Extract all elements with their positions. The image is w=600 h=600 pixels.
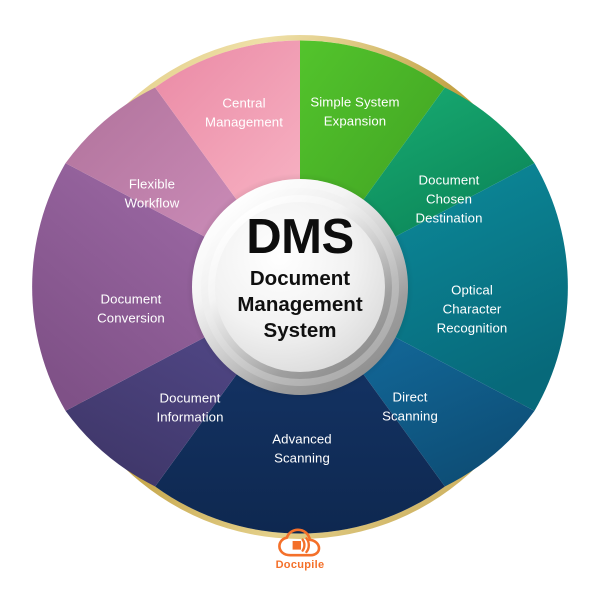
hub-face — [215, 202, 385, 372]
segment-document-conversion[interactable] — [32, 163, 301, 411]
segment-labels: Simple System Expansion Document Chosen … — [97, 94, 507, 465]
segment-advanced-scanning[interactable] — [155, 287, 445, 534]
hub-acronym: DMS — [246, 210, 353, 264]
hub-expansion-line-3: System — [264, 319, 337, 342]
label-document-conversion-line-1: Document — [101, 291, 162, 306]
label-central-management-line-1: Central — [222, 95, 265, 110]
label-document-information-line-1: Document — [160, 390, 221, 405]
label-optical-character-recognition-line-1: Optical — [451, 282, 493, 297]
label-direct-scanning-line-1: Direct — [392, 389, 427, 404]
brand-name: Docupile — [275, 559, 325, 571]
label-flexible-workflow-line-2: Workflow — [125, 195, 180, 210]
label-flexible-workflow-line-1: Flexible — [129, 176, 175, 191]
label-document-conversion-line-2: Conversion — [97, 310, 165, 325]
label-simple-system-expansion-line-2: Expansion — [324, 113, 387, 128]
label-simple-system-expansion-line-1: Simple System — [310, 94, 399, 109]
label-optical-character-recognition-line-3: Recognition — [437, 320, 508, 335]
label-direct-scanning-line-2: Scanning — [382, 408, 438, 423]
hub-expansion-line-1: Document — [250, 267, 350, 290]
segment-optical-character-recognition[interactable] — [300, 163, 568, 411]
cloud-documents-icon — [0, 528, 600, 558]
label-advanced-scanning-line-2: Scanning — [274, 450, 330, 465]
label-document-chosen-destination-line-3: Destination — [415, 210, 482, 225]
hub-expansion-line-2: Management — [237, 293, 362, 316]
label-document-chosen-destination-line-2: Chosen — [426, 191, 472, 206]
brand-logo[interactable]: Docupile — [0, 528, 600, 571]
label-optical-character-recognition-line-2: Character — [443, 301, 502, 316]
label-advanced-scanning-line-1: Advanced — [272, 431, 331, 446]
label-document-information-line-2: Information — [156, 409, 223, 424]
label-central-management-line-2: Management — [205, 114, 283, 129]
label-document-chosen-destination-line-1: Document — [419, 172, 480, 187]
